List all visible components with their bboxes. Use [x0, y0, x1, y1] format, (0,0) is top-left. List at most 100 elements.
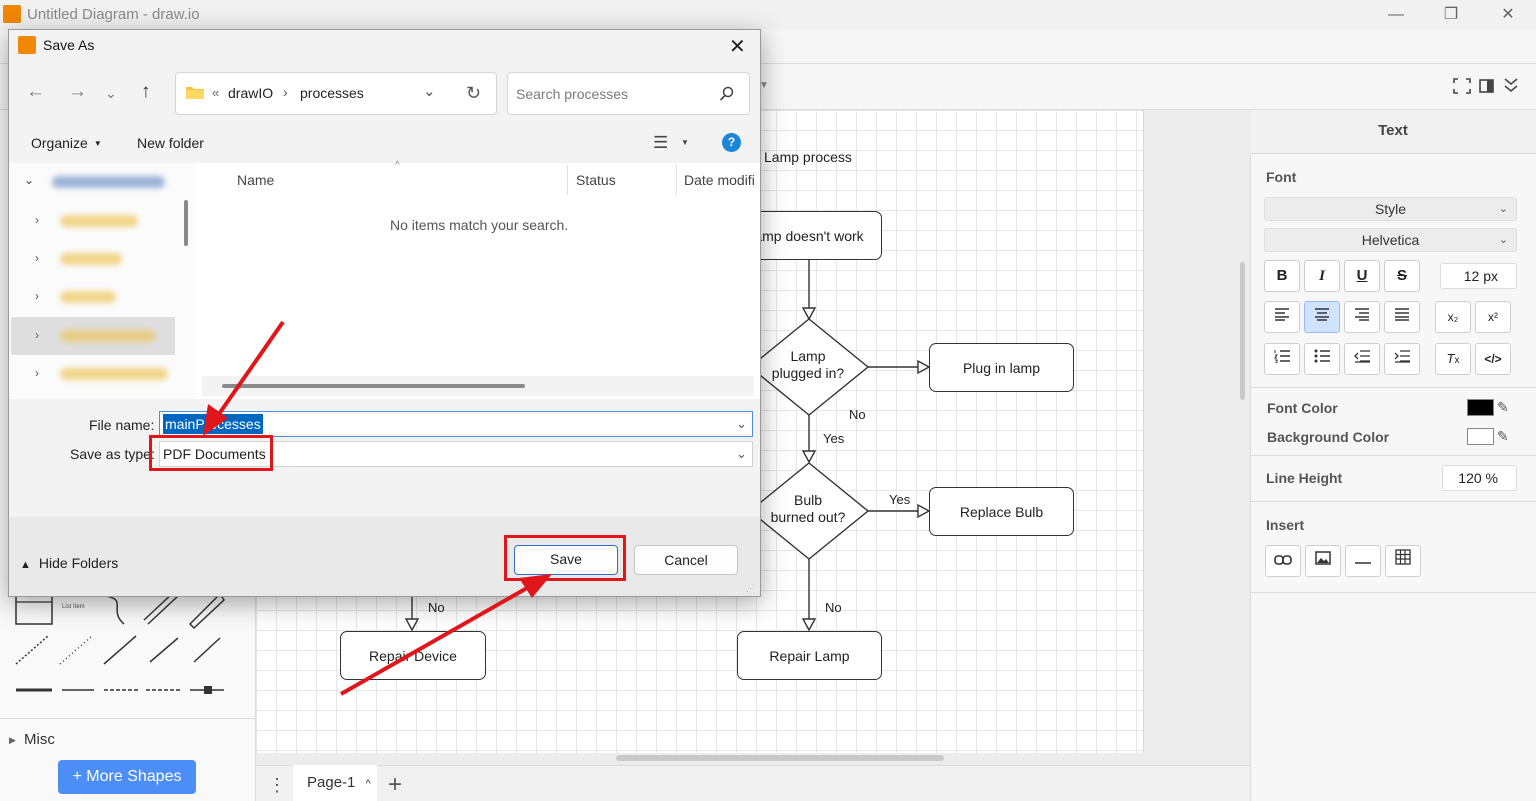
breadcrumb-separator[interactable]: › — [283, 84, 288, 100]
insert-image-icon[interactable] — [1305, 545, 1341, 577]
bold-button[interactable]: B — [1264, 260, 1300, 292]
forward-arrow-icon[interactable]: → — [68, 81, 87, 102]
search-input[interactable] — [507, 72, 750, 115]
search-icon[interactable] — [719, 86, 735, 102]
column-header-date[interactable]: Date modifi — [684, 172, 755, 188]
back-arrow-icon[interactable]: ← — [26, 81, 45, 102]
node-lamp-plugged[interactable]: Lamp plugged in? — [771, 348, 845, 381]
column-header-status[interactable]: Status — [576, 172, 616, 188]
chevron-right-icon[interactable]: › — [35, 366, 39, 380]
caret-down-icon[interactable]: ▼ — [681, 138, 689, 147]
cancel-button[interactable]: Cancel — [634, 545, 738, 575]
recent-locations-chevron-icon[interactable]: ⌄ — [105, 85, 117, 101]
node-repair-device[interactable]: Repair Device — [340, 631, 486, 680]
save-button[interactable]: Save — [514, 545, 618, 575]
close-window-button[interactable]: ✕ — [1501, 6, 1515, 23]
column-divider[interactable] — [567, 165, 568, 195]
node-repair-lamp[interactable]: Repair Lamp — [737, 631, 882, 680]
horizontal-scrollbar[interactable] — [616, 755, 944, 761]
chevron-right-icon[interactable]: › — [35, 289, 39, 303]
vertical-scrollbar[interactable] — [1240, 262, 1245, 400]
align-right-icon[interactable] — [1344, 301, 1380, 333]
shape-palette[interactable] — [8, 590, 248, 705]
node-bulb-burned[interactable]: Bulb burned out? — [770, 492, 846, 525]
underline-button[interactable]: U — [1344, 260, 1380, 292]
font-color-swatch[interactable] — [1467, 399, 1494, 416]
toolbar-dropdown-icon[interactable]: ▼ — [759, 80, 769, 91]
pages-menu-icon[interactable]: ⋮ — [268, 775, 286, 795]
chevron-right-icon[interactable]: › — [35, 251, 39, 265]
column-divider[interactable] — [676, 165, 677, 195]
file-name-value[interactable]: mainProcesses — [163, 414, 263, 434]
tab-text[interactable]: Text — [1378, 122, 1408, 139]
align-center-icon[interactable] — [1304, 301, 1340, 333]
nav-item-blurred[interactable] — [60, 215, 138, 227]
file-list-hscroll-thumb[interactable] — [222, 384, 525, 388]
add-page-button[interactable]: + — [388, 771, 403, 798]
hide-folders-toggle[interactable]: ▲Hide Folders — [20, 555, 118, 571]
page-tab[interactable]: Page-1 ^ — [293, 765, 377, 801]
outdent-icon[interactable] — [1344, 343, 1380, 375]
chevron-down-icon[interactable]: ⌄ — [736, 446, 747, 461]
insert-horizontal-rule-icon[interactable] — [1345, 545, 1381, 577]
node-start[interactable]: amp doesn't work — [737, 211, 882, 260]
font-size-input[interactable]: 12 px — [1440, 263, 1517, 289]
file-list[interactable] — [196, 163, 760, 399]
more-shapes-button[interactable]: + More Shapes — [58, 760, 196, 794]
caret-right-icon[interactable]: ▶ — [9, 735, 16, 745]
insert-link-icon[interactable] — [1265, 545, 1301, 577]
resize-grip-icon[interactable]: ⋰ — [746, 583, 755, 593]
bullet-list-icon[interactable] — [1304, 343, 1340, 375]
minimize-button[interactable]: — — [1388, 6, 1404, 23]
collapse-icon[interactable] — [1503, 76, 1519, 94]
close-icon[interactable]: ✕ — [729, 36, 746, 58]
node-plug-in[interactable]: Plug in lamp — [929, 343, 1074, 392]
numbered-list-icon[interactable] — [1264, 343, 1300, 375]
format-panel-icon[interactable] — [1479, 78, 1495, 94]
chevron-right-icon[interactable]: › — [35, 213, 39, 227]
align-left-icon[interactable] — [1264, 301, 1300, 333]
html-code-icon[interactable]: </> — [1475, 343, 1511, 375]
chevron-down-icon[interactable]: ⌄ — [736, 416, 747, 431]
node-replace-bulb[interactable]: Replace Bulb — [929, 487, 1074, 536]
nav-item-blurred[interactable] — [60, 291, 116, 303]
misc-section[interactable]: Misc — [24, 731, 55, 748]
eyedropper-icon[interactable]: ✎ — [1497, 428, 1509, 444]
nav-item-blurred[interactable] — [52, 176, 165, 188]
nav-item-blurred[interactable] — [60, 368, 168, 380]
nav-pane-scrollbar[interactable] — [184, 200, 188, 246]
indent-icon[interactable] — [1384, 343, 1420, 375]
breadcrumb-overflow[interactable]: « — [212, 85, 220, 100]
edge-label-yes[interactable]: Yes — [823, 431, 845, 446]
subscript-icon[interactable]: x₂ — [1435, 301, 1471, 333]
nav-item-blurred[interactable] — [60, 330, 156, 342]
edge-label-yes[interactable]: Yes — [889, 492, 911, 507]
italic-button[interactable]: I — [1304, 260, 1340, 292]
line-height-input[interactable]: 120 % — [1442, 465, 1517, 491]
eyedropper-icon[interactable]: ✎ — [1497, 399, 1509, 415]
refresh-icon[interactable]: ↻ — [466, 83, 482, 103]
save-type-select[interactable] — [159, 441, 753, 467]
fullscreen-icon[interactable] — [1453, 78, 1471, 94]
organize-menu[interactable]: Organize▼ — [31, 135, 102, 151]
insert-table-icon[interactable] — [1385, 545, 1421, 577]
view-options-icon[interactable]: ☰ — [653, 133, 669, 152]
font-family-select[interactable]: Helvetica⌄ — [1264, 228, 1517, 252]
chevron-right-icon[interactable]: › — [35, 328, 39, 342]
edge-label-no[interactable]: No — [428, 600, 445, 615]
navigation-pane[interactable] — [9, 163, 196, 399]
edge-label-no[interactable]: No — [849, 407, 866, 422]
background-color-swatch[interactable] — [1467, 428, 1494, 445]
column-header-name[interactable]: Name — [237, 172, 275, 188]
strikethrough-button[interactable]: S — [1384, 260, 1420, 292]
address-bar[interactable] — [175, 72, 497, 115]
maximize-button[interactable]: ❐ — [1443, 6, 1459, 23]
nav-item-blurred[interactable] — [60, 253, 122, 265]
chevron-down-icon[interactable]: ⌄ — [24, 173, 35, 187]
diagram-title[interactable]: Lamp process — [764, 149, 852, 165]
edge-label-no[interactable]: No — [825, 600, 842, 615]
up-arrow-icon[interactable]: ↑ — [141, 81, 151, 102]
chevron-down-icon[interactable]: ⌄ — [423, 83, 436, 100]
breadcrumb-processes[interactable]: processes — [300, 85, 364, 101]
justify-icon[interactable] — [1384, 301, 1420, 333]
